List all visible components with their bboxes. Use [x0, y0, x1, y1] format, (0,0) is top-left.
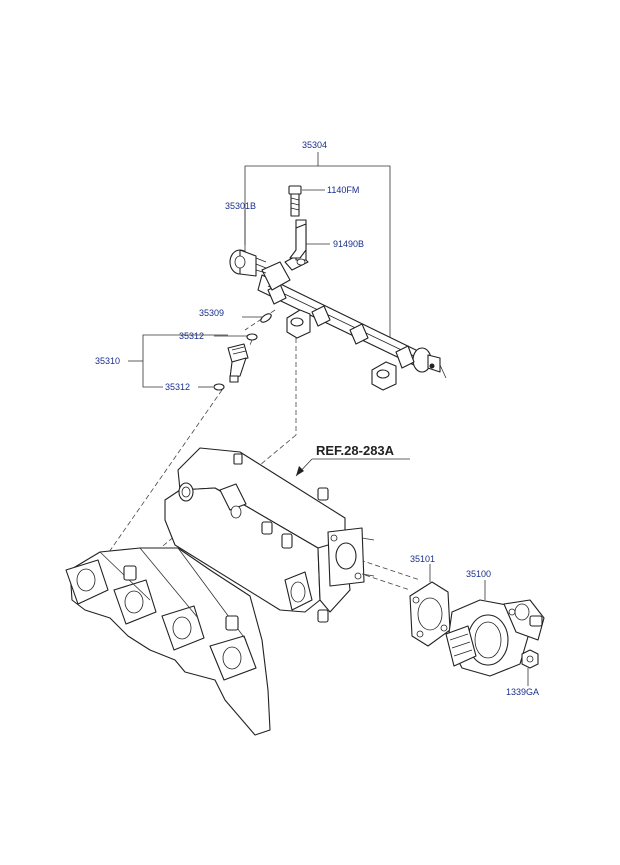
label-1140fm: 1140FM — [327, 185, 359, 195]
intake-manifold — [65, 447, 375, 736]
pressure-regulator — [229, 249, 267, 277]
o-ring-35309 — [260, 313, 272, 323]
label-35309: 35309 — [199, 308, 224, 318]
fuel-rail — [257, 219, 447, 391]
bracket — [289, 223, 307, 259]
fuel-injector — [227, 343, 249, 383]
o-ring-35312-bottom — [213, 383, 225, 391]
label-35101: 35101 — [410, 554, 435, 564]
throttle-gasket — [409, 581, 451, 647]
nut — [521, 649, 539, 669]
throttle-body — [445, 599, 545, 677]
reference-label: REF.28-283A — [316, 443, 395, 458]
label-35304: 35304 — [302, 140, 327, 150]
bolt — [288, 185, 302, 217]
part-labels: 35304 35301B 1140FM 91490B 35309 35312 3… — [95, 140, 539, 697]
o-ring-35312-top — [246, 333, 258, 341]
label-35312-bottom: 35312 — [165, 382, 190, 392]
leader-lines — [128, 152, 529, 686]
label-35312-top: 35312 — [179, 331, 204, 341]
label-35100: 35100 — [466, 569, 491, 579]
label-91490b: 91490B — [333, 239, 364, 249]
label-35301b: 35301B — [225, 201, 256, 211]
label-35310: 35310 — [95, 356, 120, 366]
label-1339ga: 1339GA — [506, 687, 539, 697]
